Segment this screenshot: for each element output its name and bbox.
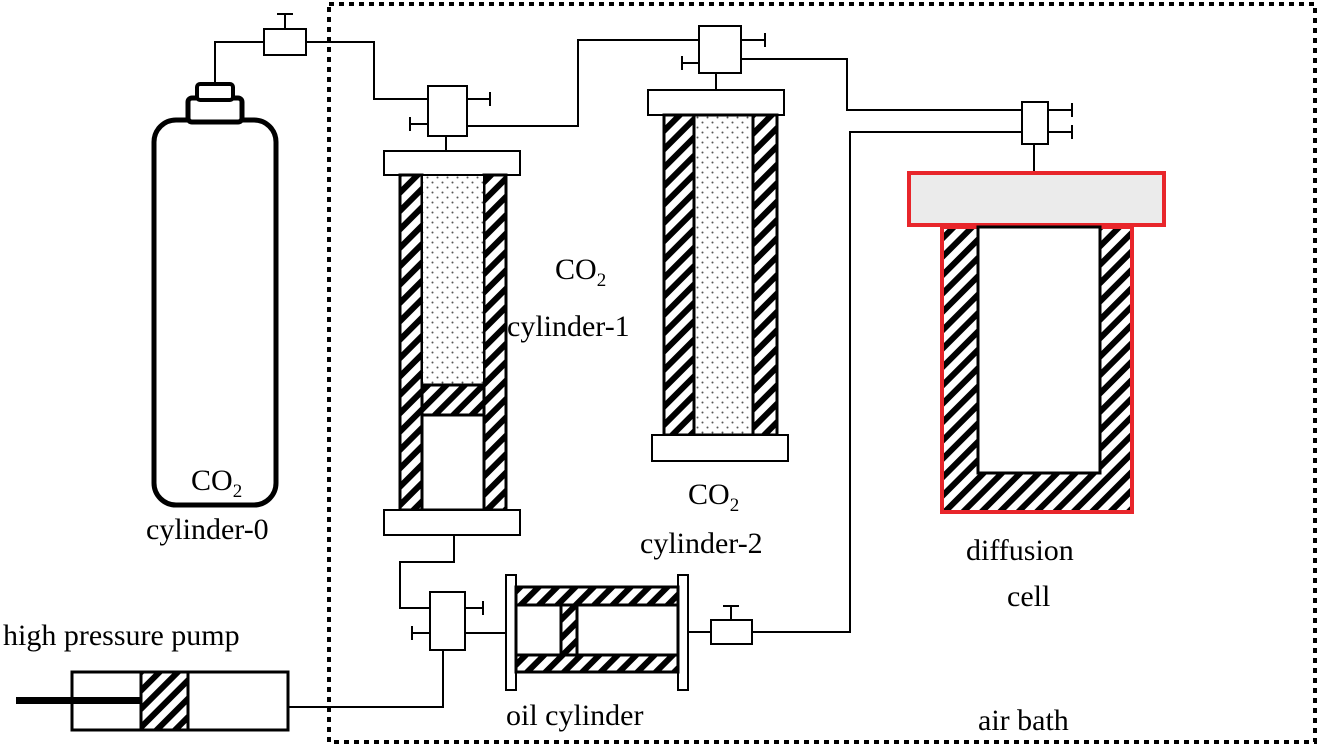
valve-a: [263, 13, 307, 56]
co2-cylinder-0-label: cylinder-0: [146, 513, 269, 546]
high-pressure-pump: [16, 670, 290, 732]
co2-cylinder-1-formula: CO2: [555, 253, 606, 291]
co2-cylinder-2-formula: CO2: [688, 478, 739, 516]
valve-e: [411, 591, 484, 651]
diffusion-cell-label-1: diffusion: [966, 534, 1074, 567]
valve-c: [681, 25, 766, 74]
air-bath-enclosure: [327, 2, 1317, 744]
valve-f: [710, 605, 753, 645]
co2-cylinder-2-label: cylinder-2: [640, 527, 763, 560]
valve-b: [409, 85, 491, 137]
diffusion-cell-label-2: cell: [1007, 580, 1050, 613]
air-bath-label: air bath: [978, 704, 1069, 737]
diffusion-cell: [907, 171, 1166, 514]
valve-d: [1021, 101, 1073, 145]
co2-cylinder-0-formula: CO2: [191, 464, 242, 502]
co2-cylinder-0: [151, 82, 279, 508]
oil-cylinder-label: oil cylinder: [506, 699, 643, 732]
piping: [214, 39, 1035, 708]
co2-cylinder-2: [647, 89, 789, 462]
co2-cylinder-1-label: cylinder-1: [507, 310, 630, 343]
high-pressure-pump-label: high pressure pump: [3, 619, 240, 652]
oil-cylinder: [505, 574, 689, 691]
co2-cylinder-1: [383, 150, 521, 536]
